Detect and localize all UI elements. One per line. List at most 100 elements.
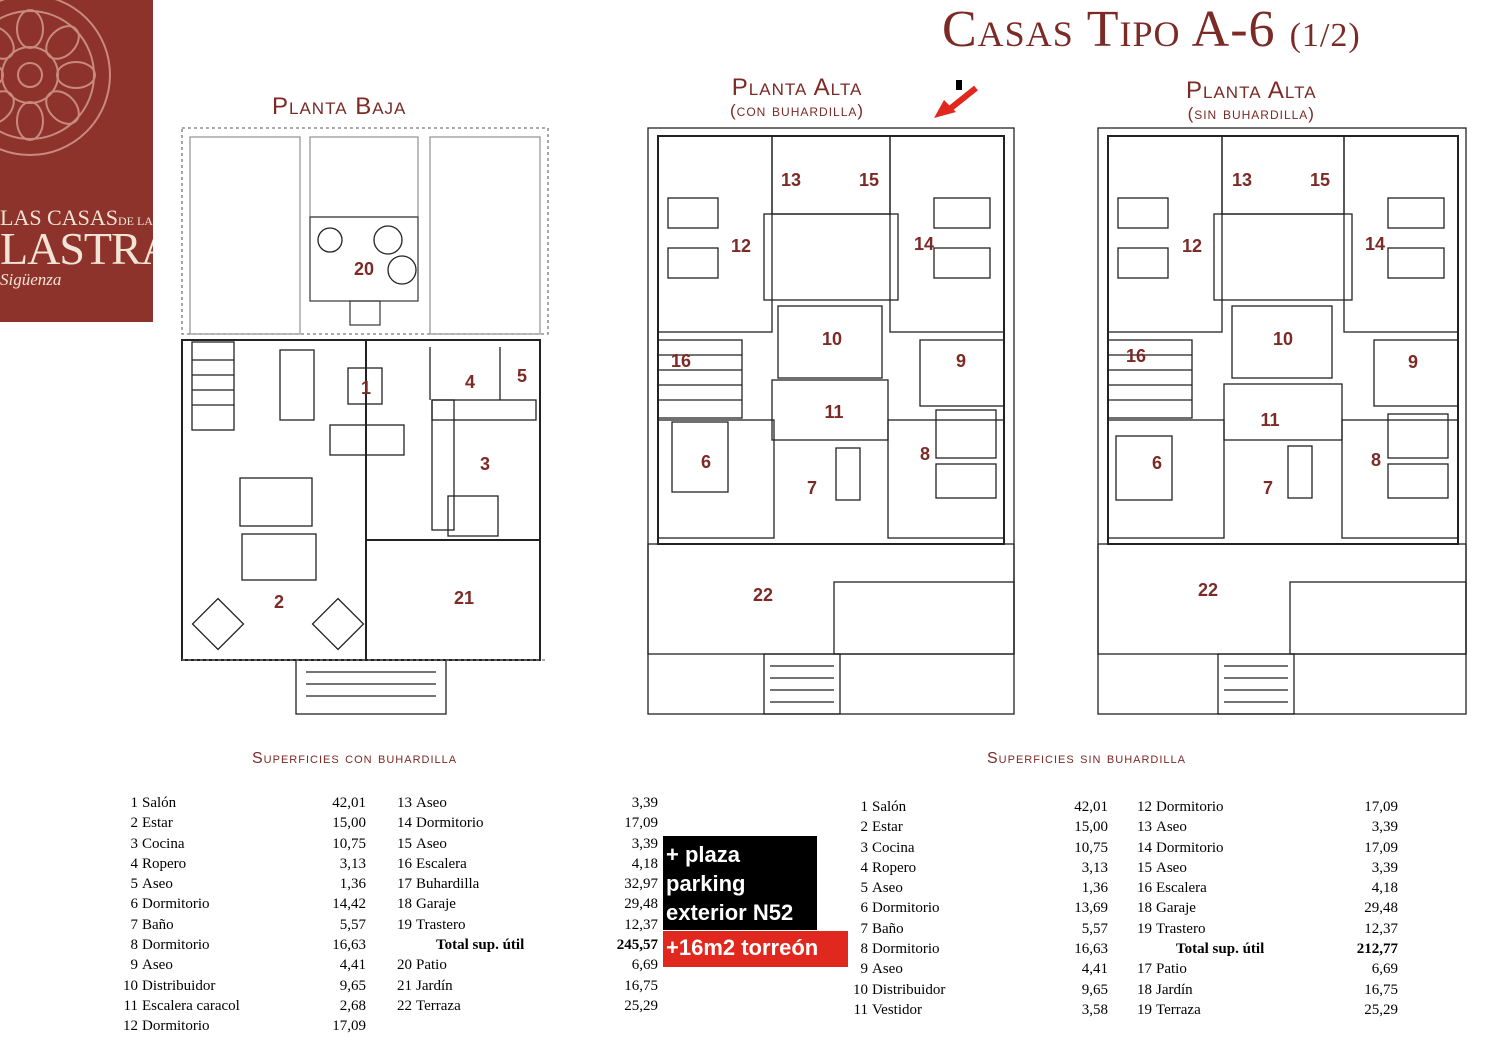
table-con-heading: Superficies con buhardilla: [252, 750, 458, 767]
room-number: 22: [397, 997, 412, 1014]
room-label: Patio: [1156, 961, 1187, 978]
room-number: 7: [860, 920, 869, 937]
room-label: Aseo: [872, 961, 903, 978]
plan-alta-con-title: Planta Alta (con buhardilla): [730, 74, 865, 121]
room-label: Aseo: [142, 957, 173, 974]
room-label: Dormitorio: [1156, 799, 1224, 815]
plan-baja: [181, 127, 549, 715]
room-number: 17: [397, 876, 412, 893]
room-number: 11: [853, 1001, 868, 1018]
room-number-12: 12: [731, 236, 751, 256]
room-label: Escalera: [1156, 880, 1207, 897]
room-number: 14: [1137, 839, 1152, 856]
room-area: 10,75: [1074, 839, 1108, 856]
room-area: 29,48: [624, 896, 658, 913]
room-label: Trastero: [416, 916, 466, 933]
room-number-15: 15: [859, 170, 879, 190]
room-area: 3,58: [1081, 1001, 1108, 1018]
brand-town: Sigüenza: [0, 270, 62, 289]
room-number-9: 9: [956, 351, 966, 371]
room-number: 15: [397, 835, 412, 852]
room-area: 3,13: [339, 855, 366, 872]
room-area: 32,97: [624, 876, 658, 893]
room-label: Buhardilla: [416, 876, 480, 893]
room-area: 6,69: [1371, 961, 1398, 978]
room-area: 15,00: [1074, 819, 1108, 836]
room-label: Garaje: [416, 896, 456, 913]
room-label: Cocina: [872, 839, 915, 856]
room-label: Estar: [142, 815, 173, 832]
room-label: Trastero: [1156, 920, 1206, 937]
room-number: 14: [397, 815, 412, 832]
room-area: 25,29: [1364, 1001, 1398, 1018]
room-area: 42,01: [332, 795, 366, 811]
brand-logo: LAS CASASDE LA LASTRA Sigüenza: [0, 0, 153, 322]
room-area: 9,65: [339, 977, 366, 994]
room-label: Total sup. útil: [1176, 941, 1265, 958]
room-number: 10: [123, 977, 138, 994]
rose-window-icon: [0, 0, 111, 156]
room-number: 12: [1137, 799, 1152, 815]
room-number-8: 8: [920, 444, 930, 464]
room-area: 17,09: [1364, 799, 1398, 815]
room-area: 16,63: [332, 937, 366, 954]
room-number: 20: [397, 957, 412, 974]
room-area: 10,75: [332, 835, 366, 852]
room-number: 18: [1137, 981, 1152, 998]
page-title: Casas Tipo A-6 (1/2): [942, 1, 1361, 58]
room-number-20: 20: [354, 259, 374, 279]
room-area: 4,18: [1371, 880, 1398, 897]
room-number-13: 13: [781, 170, 801, 190]
room-area: 3,13: [1081, 859, 1108, 876]
room-number-6: 6: [701, 452, 711, 472]
room-area: 9,65: [1081, 981, 1108, 998]
room-area: 4,18: [631, 855, 658, 872]
room-area: 4,41: [1081, 961, 1108, 978]
room-area: 17,09: [1364, 839, 1398, 856]
room-label: Terraza: [1156, 1001, 1201, 1018]
room-area: 5,57: [1081, 920, 1108, 937]
room-number: 19: [397, 916, 412, 933]
room-label: Aseo: [1156, 819, 1187, 836]
room-label: Patio: [416, 957, 447, 974]
room-label: Total sup. útil: [436, 937, 525, 954]
room-number-10: 10: [1273, 329, 1293, 349]
room-label: Jardín: [416, 977, 453, 994]
plan-alta-sin-title: Planta Alta (sin buhardilla): [1186, 77, 1317, 124]
room-area: 29,48: [1364, 900, 1398, 917]
room-label: Dormitorio: [142, 937, 210, 954]
room-label: Dormitorio: [872, 900, 940, 917]
room-number: 6: [130, 896, 139, 913]
room-number-22: 22: [1198, 580, 1218, 600]
room-label: Aseo: [872, 880, 903, 897]
room-number-16: 16: [1126, 346, 1146, 366]
room-area: 5,57: [339, 916, 366, 933]
room-label: Garaje: [1156, 900, 1196, 917]
room-number: 9: [130, 957, 139, 974]
room-number-13: 13: [1232, 170, 1252, 190]
room-area: 3,39: [1371, 819, 1398, 836]
